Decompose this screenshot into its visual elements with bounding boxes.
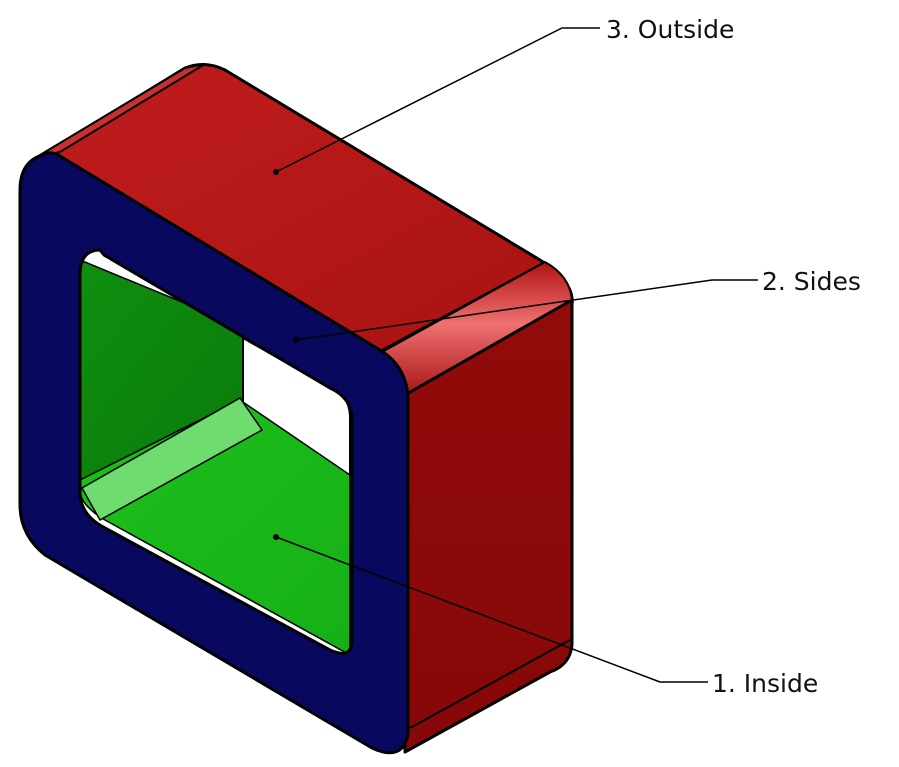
callout-sides: 2. Sides bbox=[293, 267, 861, 343]
label-inside: 1. Inside bbox=[712, 669, 818, 698]
sides-front-face bbox=[18, 151, 410, 755]
outside-right-face bbox=[403, 298, 574, 754]
label-outside: 3. Outside bbox=[606, 15, 734, 44]
callout-outside: 3. Outside bbox=[273, 15, 734, 175]
anchor-dot-inside bbox=[273, 534, 279, 540]
leader-line-sides bbox=[295, 279, 758, 341]
outside-right-crease-top bbox=[381, 261, 546, 353]
outside-right-crease-bottom bbox=[409, 639, 571, 729]
sides-opening-outline bbox=[78, 248, 354, 655]
leader-line-inside bbox=[275, 536, 708, 683]
callout-inside: 1. Inside bbox=[273, 534, 818, 698]
anchor-dot-outside bbox=[273, 169, 279, 175]
anchor-dot-sides bbox=[293, 337, 299, 343]
leader-line-outside bbox=[275, 27, 600, 173]
label-sides: 2. Sides bbox=[762, 267, 861, 296]
